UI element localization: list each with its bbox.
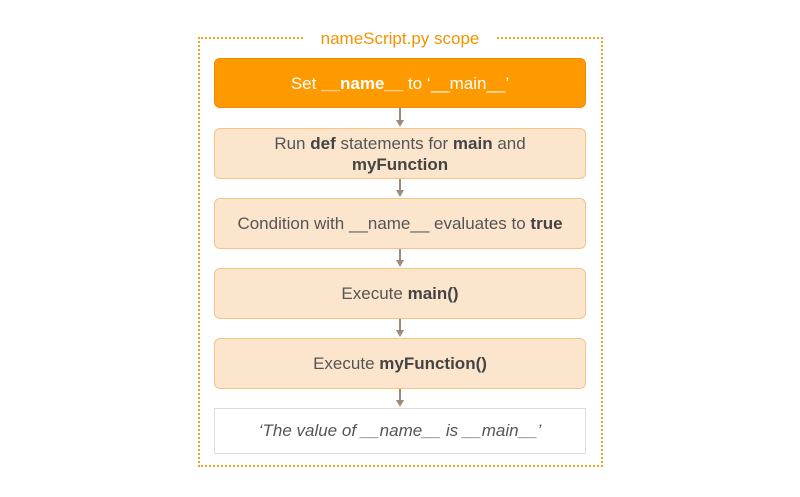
flow-arrow xyxy=(396,179,404,197)
step-text: to ‘__main__’ xyxy=(403,73,510,93)
scope-title: nameScript.py scope xyxy=(305,29,495,49)
step-execute-main: Execute main() xyxy=(214,268,586,319)
step-bold: main xyxy=(452,133,493,153)
step-set-name: Set __name__ to ‘__main__’ xyxy=(214,58,586,108)
step-text: Execute xyxy=(341,284,408,303)
step-bold: __name__ xyxy=(321,73,404,93)
step-condition: Condition with __name__ evaluates to tru… xyxy=(214,198,586,249)
step-text: statements for xyxy=(335,133,453,153)
step-text: Set xyxy=(290,73,322,93)
step-text: Condition with __name__ evaluates to xyxy=(237,214,531,233)
step-text: Execute xyxy=(313,354,380,373)
step-text: Run xyxy=(274,133,311,153)
step-bold: myFunction() xyxy=(379,354,487,373)
step-bold: myFunction xyxy=(351,154,449,174)
step-bold: main() xyxy=(407,284,459,303)
step-bold: true xyxy=(530,214,563,233)
step-run-def: Run def statements for main and myFuncti… xyxy=(214,128,586,179)
step-text: and xyxy=(492,133,526,153)
flow-arrow xyxy=(396,108,404,127)
step-bold: def xyxy=(310,133,336,153)
result-text: ‘The value of __name__ is __main__’ xyxy=(258,421,542,440)
flow-arrow xyxy=(396,389,404,407)
result-output: ‘The value of __name__ is __main__’ xyxy=(214,408,586,454)
flow-arrow xyxy=(396,319,404,337)
step-execute-myfunction: Execute myFunction() xyxy=(214,338,586,389)
flow-arrow xyxy=(396,249,404,267)
